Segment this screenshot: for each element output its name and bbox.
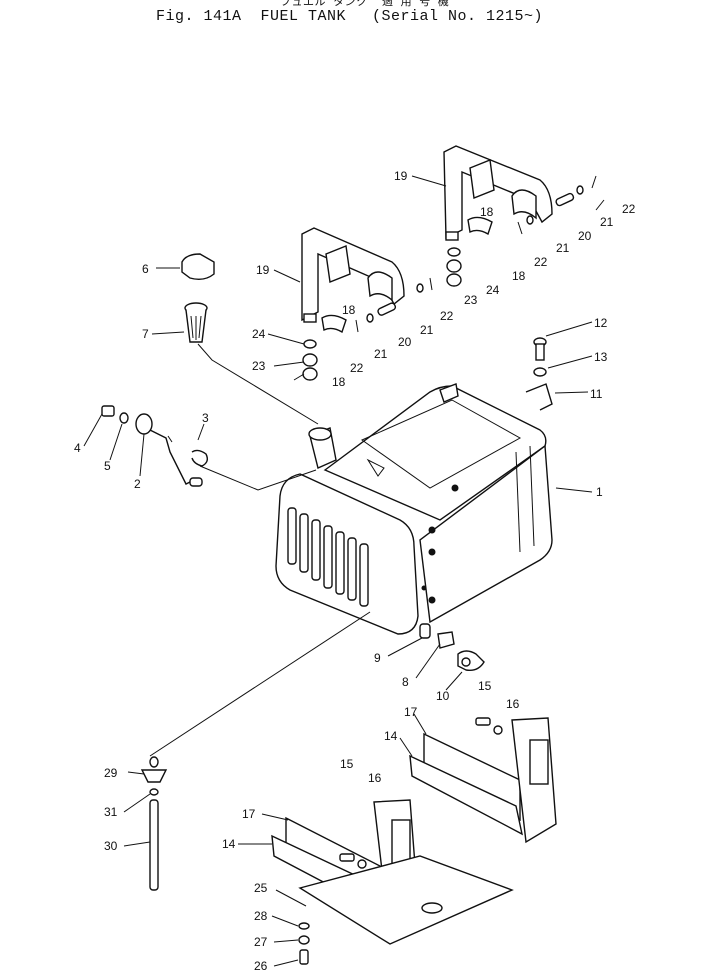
callout-12: 12 xyxy=(594,316,608,330)
figure-title: Fig. 141A FUEL TANK xyxy=(156,8,346,25)
drain-leader xyxy=(149,611,371,757)
callout-8: 8 xyxy=(402,675,409,689)
drain-fittings xyxy=(419,623,485,672)
strap-pad xyxy=(321,314,347,334)
callout-21b: 21 xyxy=(556,241,570,255)
callout-21c: 21 xyxy=(420,323,434,337)
part-name: FUEL TANK xyxy=(260,8,347,25)
fuel-strainer xyxy=(184,302,208,343)
callout-18c: 18 xyxy=(342,303,356,317)
fuel-tank xyxy=(275,383,553,635)
callout-31: 31 xyxy=(104,805,118,819)
support-bolts xyxy=(339,717,503,869)
base-plate xyxy=(298,855,514,945)
clip-bolt xyxy=(533,337,547,377)
callout-5: 5 xyxy=(104,459,111,473)
tank-strap-front xyxy=(301,227,405,323)
callout-22c: 22 xyxy=(440,309,454,323)
fuel-gauge xyxy=(101,405,203,487)
tank-louvres xyxy=(287,507,369,607)
callout-18a: 18 xyxy=(480,205,494,219)
title-japanese: フュエル タンク xyxy=(280,0,368,9)
callout-24b: 24 xyxy=(252,327,266,341)
callout-1: 1 xyxy=(596,485,603,499)
strainer-leader xyxy=(197,343,319,425)
serial-range: (Serial No. 1215~) xyxy=(372,8,544,25)
callout-17b: 17 xyxy=(242,807,256,821)
callout-21d: 21 xyxy=(374,347,388,361)
tank-clip xyxy=(525,383,553,411)
callout-28: 28 xyxy=(254,909,268,923)
strap-hardware xyxy=(302,175,597,381)
callout-26: 26 xyxy=(254,959,268,972)
callout-14a: 14 xyxy=(384,729,398,743)
strap-pad xyxy=(467,216,493,236)
callout-7: 7 xyxy=(142,327,149,341)
callout-21a: 21 xyxy=(600,215,614,229)
callout-24a: 24 xyxy=(486,283,500,297)
fuel-cap xyxy=(181,253,215,281)
callout-15a: 15 xyxy=(478,679,492,693)
callouts: 1 2 3 4 5 6 7 8 9 10 11 12 13 14 14 15 1… xyxy=(74,169,636,972)
title-japanese-serial: 適 用 号 機 xyxy=(382,0,450,9)
callout-14b: 14 xyxy=(222,837,236,851)
callout-19a: 19 xyxy=(394,169,408,183)
callout-3: 3 xyxy=(202,411,209,425)
callout-20a: 20 xyxy=(578,229,592,243)
callout-30: 30 xyxy=(104,839,118,853)
gauge-gasket xyxy=(191,449,209,467)
callout-23a: 23 xyxy=(464,293,478,307)
drain-valve xyxy=(140,756,168,891)
callout-19b: 19 xyxy=(256,263,270,277)
callout-25: 25 xyxy=(254,881,268,895)
callout-9: 9 xyxy=(374,651,381,665)
callout-10: 10 xyxy=(436,689,450,703)
tank-support-right xyxy=(409,717,557,844)
figure-number: Fig. 141A xyxy=(156,8,242,25)
callout-29: 29 xyxy=(104,766,118,780)
callout-16b: 16 xyxy=(368,771,382,785)
base-hardware xyxy=(298,922,310,965)
tank-strap-rear xyxy=(443,145,553,241)
callout-18d: 18 xyxy=(332,375,346,389)
callout-22b: 22 xyxy=(534,255,548,269)
callout-27: 27 xyxy=(254,935,268,949)
callout-22a: 22 xyxy=(622,202,636,216)
callout-13: 13 xyxy=(594,350,608,364)
callout-20b: 20 xyxy=(398,335,412,349)
callout-17a: 17 xyxy=(404,705,418,719)
callout-2: 2 xyxy=(134,477,141,491)
callout-4: 4 xyxy=(74,441,81,455)
callout-11: 11 xyxy=(590,387,603,401)
callout-18b: 18 xyxy=(512,269,526,283)
callout-16a: 16 xyxy=(506,697,520,711)
callout-23b: 23 xyxy=(252,359,266,373)
callout-6: 6 xyxy=(142,262,149,276)
callout-15b: 15 xyxy=(340,757,354,771)
leader-lines xyxy=(83,175,605,967)
callout-22d: 22 xyxy=(350,361,364,375)
